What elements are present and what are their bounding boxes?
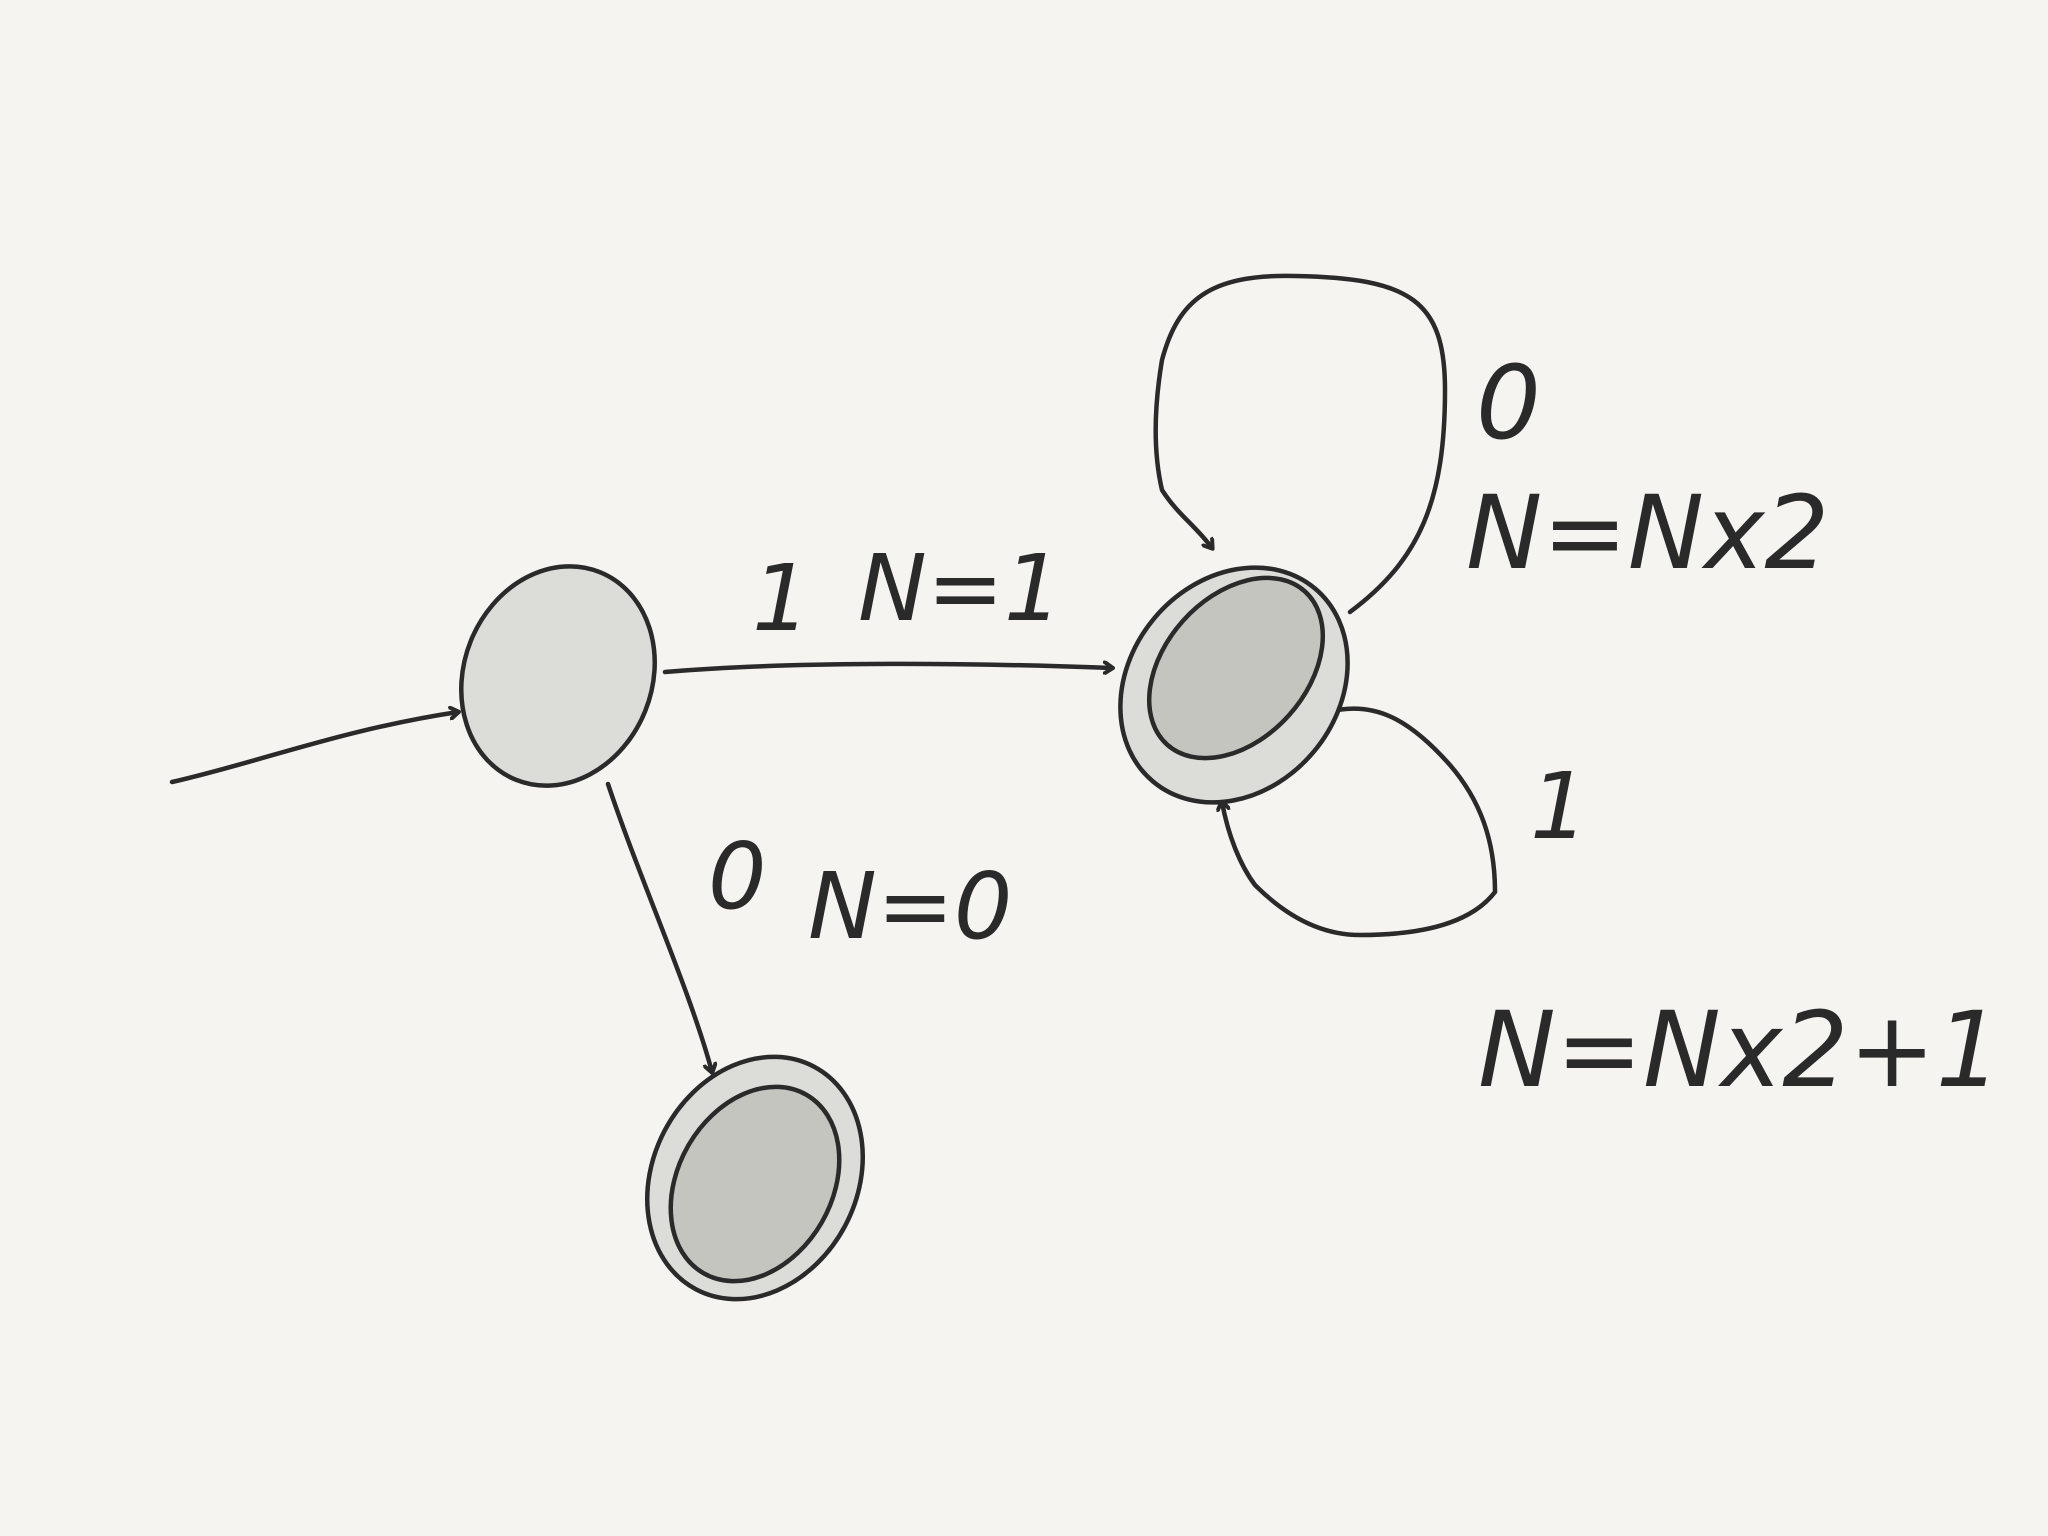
label-self-loop-0-input: 0 bbox=[1476, 344, 1541, 463]
label-self-loop-1-input: 1 bbox=[1530, 753, 1589, 860]
label-start-to-nonzero-input: 1 bbox=[752, 545, 811, 652]
transition-start-to-nonzero-arrow bbox=[662, 664, 1112, 672]
label-start-to-zero-action: N=0 bbox=[808, 853, 1012, 960]
entry-arrow bbox=[169, 712, 458, 785]
self-loop-1-arrow bbox=[1222, 706, 1498, 938]
state-zero-accepting bbox=[645, 1054, 865, 1302]
label-self-loop-1-action: N=Nx2+1 bbox=[1478, 989, 2002, 1111]
self-loop-0-arrow bbox=[1153, 273, 1448, 615]
transition-start-to-zero-arrow bbox=[605, 781, 712, 1072]
label-start-to-nonzero-action: N=1 bbox=[858, 535, 1062, 642]
label-start-to-zero-input: 0 bbox=[708, 823, 767, 930]
state-nonzero-accepting bbox=[1118, 565, 1350, 805]
label-self-loop-0-action: N=Nx2 bbox=[1466, 474, 1829, 593]
state-start bbox=[459, 564, 657, 788]
